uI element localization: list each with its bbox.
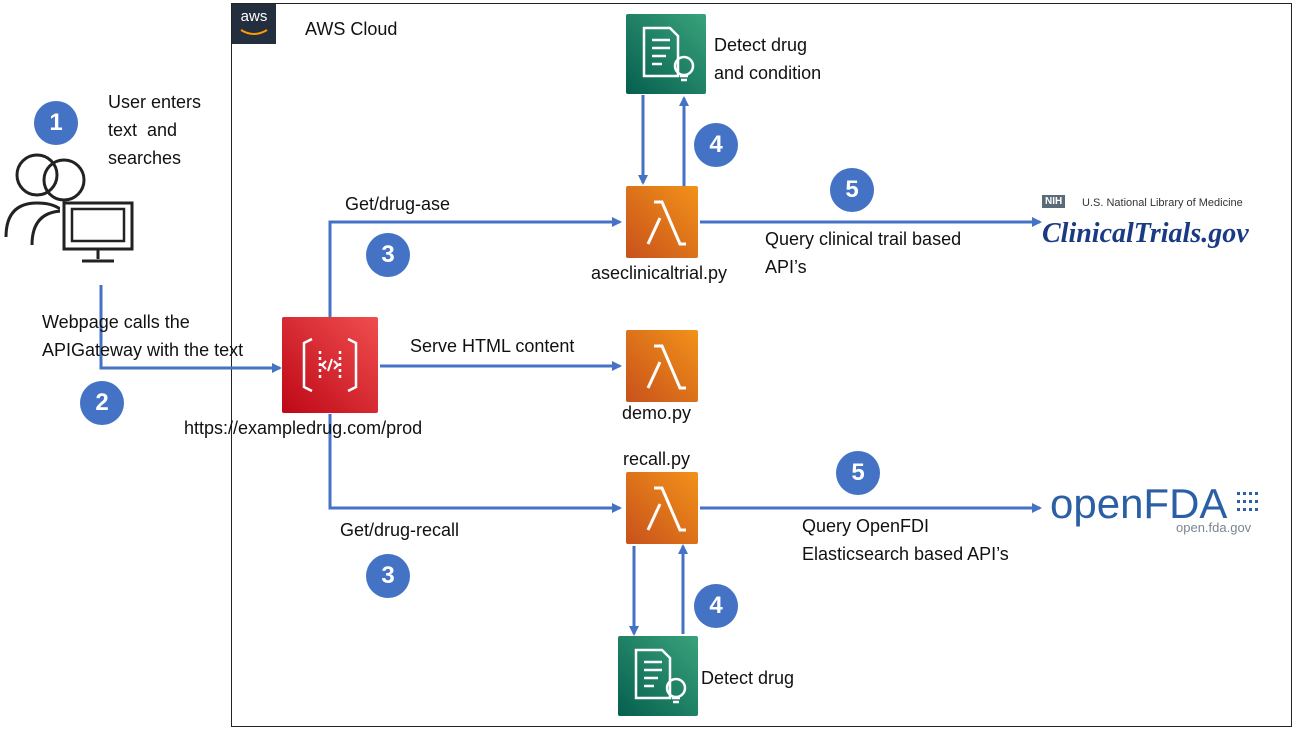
lambda-icon bbox=[646, 344, 686, 390]
comprehend-top-caption: Detect drug and condition bbox=[714, 31, 821, 87]
openfda-logo: openFDA bbox=[1050, 483, 1259, 525]
aws-logo-text: aws bbox=[240, 8, 268, 25]
lambda-demo-tile bbox=[626, 330, 698, 402]
user-caption-line-2: text and bbox=[108, 120, 178, 140]
arrow-api-to-ase bbox=[328, 217, 622, 318]
query-openfda-line-2: Elasticsearch based API’s bbox=[802, 544, 1009, 564]
lambda-ase-label: aseclinicaltrial.py bbox=[591, 263, 728, 283]
query-openfda-line-1: Query OpenFDI bbox=[802, 516, 930, 536]
api-caption-line-2: APIGateway with the text bbox=[42, 340, 244, 360]
lambda-icon bbox=[646, 200, 686, 246]
lambda-ase-tile bbox=[626, 186, 698, 258]
comprehend-top-caption-line-1: Detect drug bbox=[714, 35, 808, 55]
lambda-recall-tile bbox=[626, 472, 698, 544]
query-clinicaltrials-caption: Query clinical trail based API’s bbox=[765, 225, 961, 281]
aws-smile-icon bbox=[240, 29, 268, 35]
nlm-logo-text: U.S. National Library of Medicine bbox=[1082, 197, 1243, 209]
query-clinicaltrials-line-2: API’s bbox=[765, 257, 807, 277]
step-badge-5-openfda: 5 bbox=[836, 451, 880, 495]
lambda-demo-label: demo.py bbox=[622, 403, 692, 423]
openfda-dots-icon bbox=[1236, 492, 1258, 511]
step-badge-4-recall: 4 bbox=[694, 584, 738, 628]
step-badge-4-ase: 4 bbox=[694, 123, 738, 167]
comprehend-document-bulb-icon bbox=[634, 648, 687, 704]
aws-logo: aws bbox=[232, 4, 276, 44]
users-computer-icon bbox=[4, 153, 134, 263]
api-gateway-tile bbox=[282, 317, 378, 413]
comprehend-bottom-caption: Detect drug bbox=[701, 668, 795, 688]
aws-cloud-boundary bbox=[231, 3, 1292, 727]
aws-cloud-title: AWS Cloud bbox=[305, 19, 398, 39]
step-badge-3-ase: 3 bbox=[366, 233, 410, 277]
openfda-logo-text: openFDA bbox=[1050, 480, 1226, 527]
openfda-sub-text: open.fda.gov bbox=[1176, 520, 1252, 535]
api-url: https://exampledrug.com/prod bbox=[184, 418, 423, 438]
arrow-api-to-recall bbox=[328, 414, 622, 513]
lambda-recall-label: recall.py bbox=[623, 449, 691, 469]
comprehend-top-caption-line-2: and condition bbox=[714, 63, 822, 83]
step-badge-2: 2 bbox=[80, 381, 124, 425]
user-caption-line-3: searches bbox=[108, 148, 182, 168]
nih-logo: NIH bbox=[1042, 195, 1066, 208]
step-badge-5-clinicaltrials: 5 bbox=[830, 168, 874, 212]
step-badge-1: 1 bbox=[34, 101, 78, 145]
api-caption-line-1: Webpage calls the bbox=[42, 312, 190, 332]
clinicaltrials-logo: ClinicalTrials.gov bbox=[1042, 218, 1249, 249]
arrow-user-to-api bbox=[99, 285, 282, 373]
route-serve-html: Serve HTML content bbox=[410, 336, 575, 356]
comprehend-document-bulb-icon bbox=[642, 26, 695, 82]
comprehend-top-tile bbox=[626, 14, 706, 94]
user-caption-line-1: User enters bbox=[108, 92, 202, 112]
query-openfda-caption: Query OpenFDI Elasticsearch based API’s bbox=[802, 512, 1009, 568]
lambda-icon bbox=[646, 486, 686, 532]
user-caption: User enters text and searches bbox=[108, 88, 201, 172]
api-caption: Webpage calls the APIGateway with the te… bbox=[42, 308, 243, 364]
route-drug-recall: Get/drug-recall bbox=[340, 520, 460, 540]
comprehend-bottom-tile bbox=[618, 636, 698, 716]
route-drug-ase: Get/drug-ase bbox=[345, 194, 451, 214]
query-clinicaltrials-line-1: Query clinical trail based bbox=[765, 229, 962, 249]
api-gateway-icon bbox=[302, 337, 358, 393]
step-badge-3-recall: 3 bbox=[366, 554, 410, 598]
